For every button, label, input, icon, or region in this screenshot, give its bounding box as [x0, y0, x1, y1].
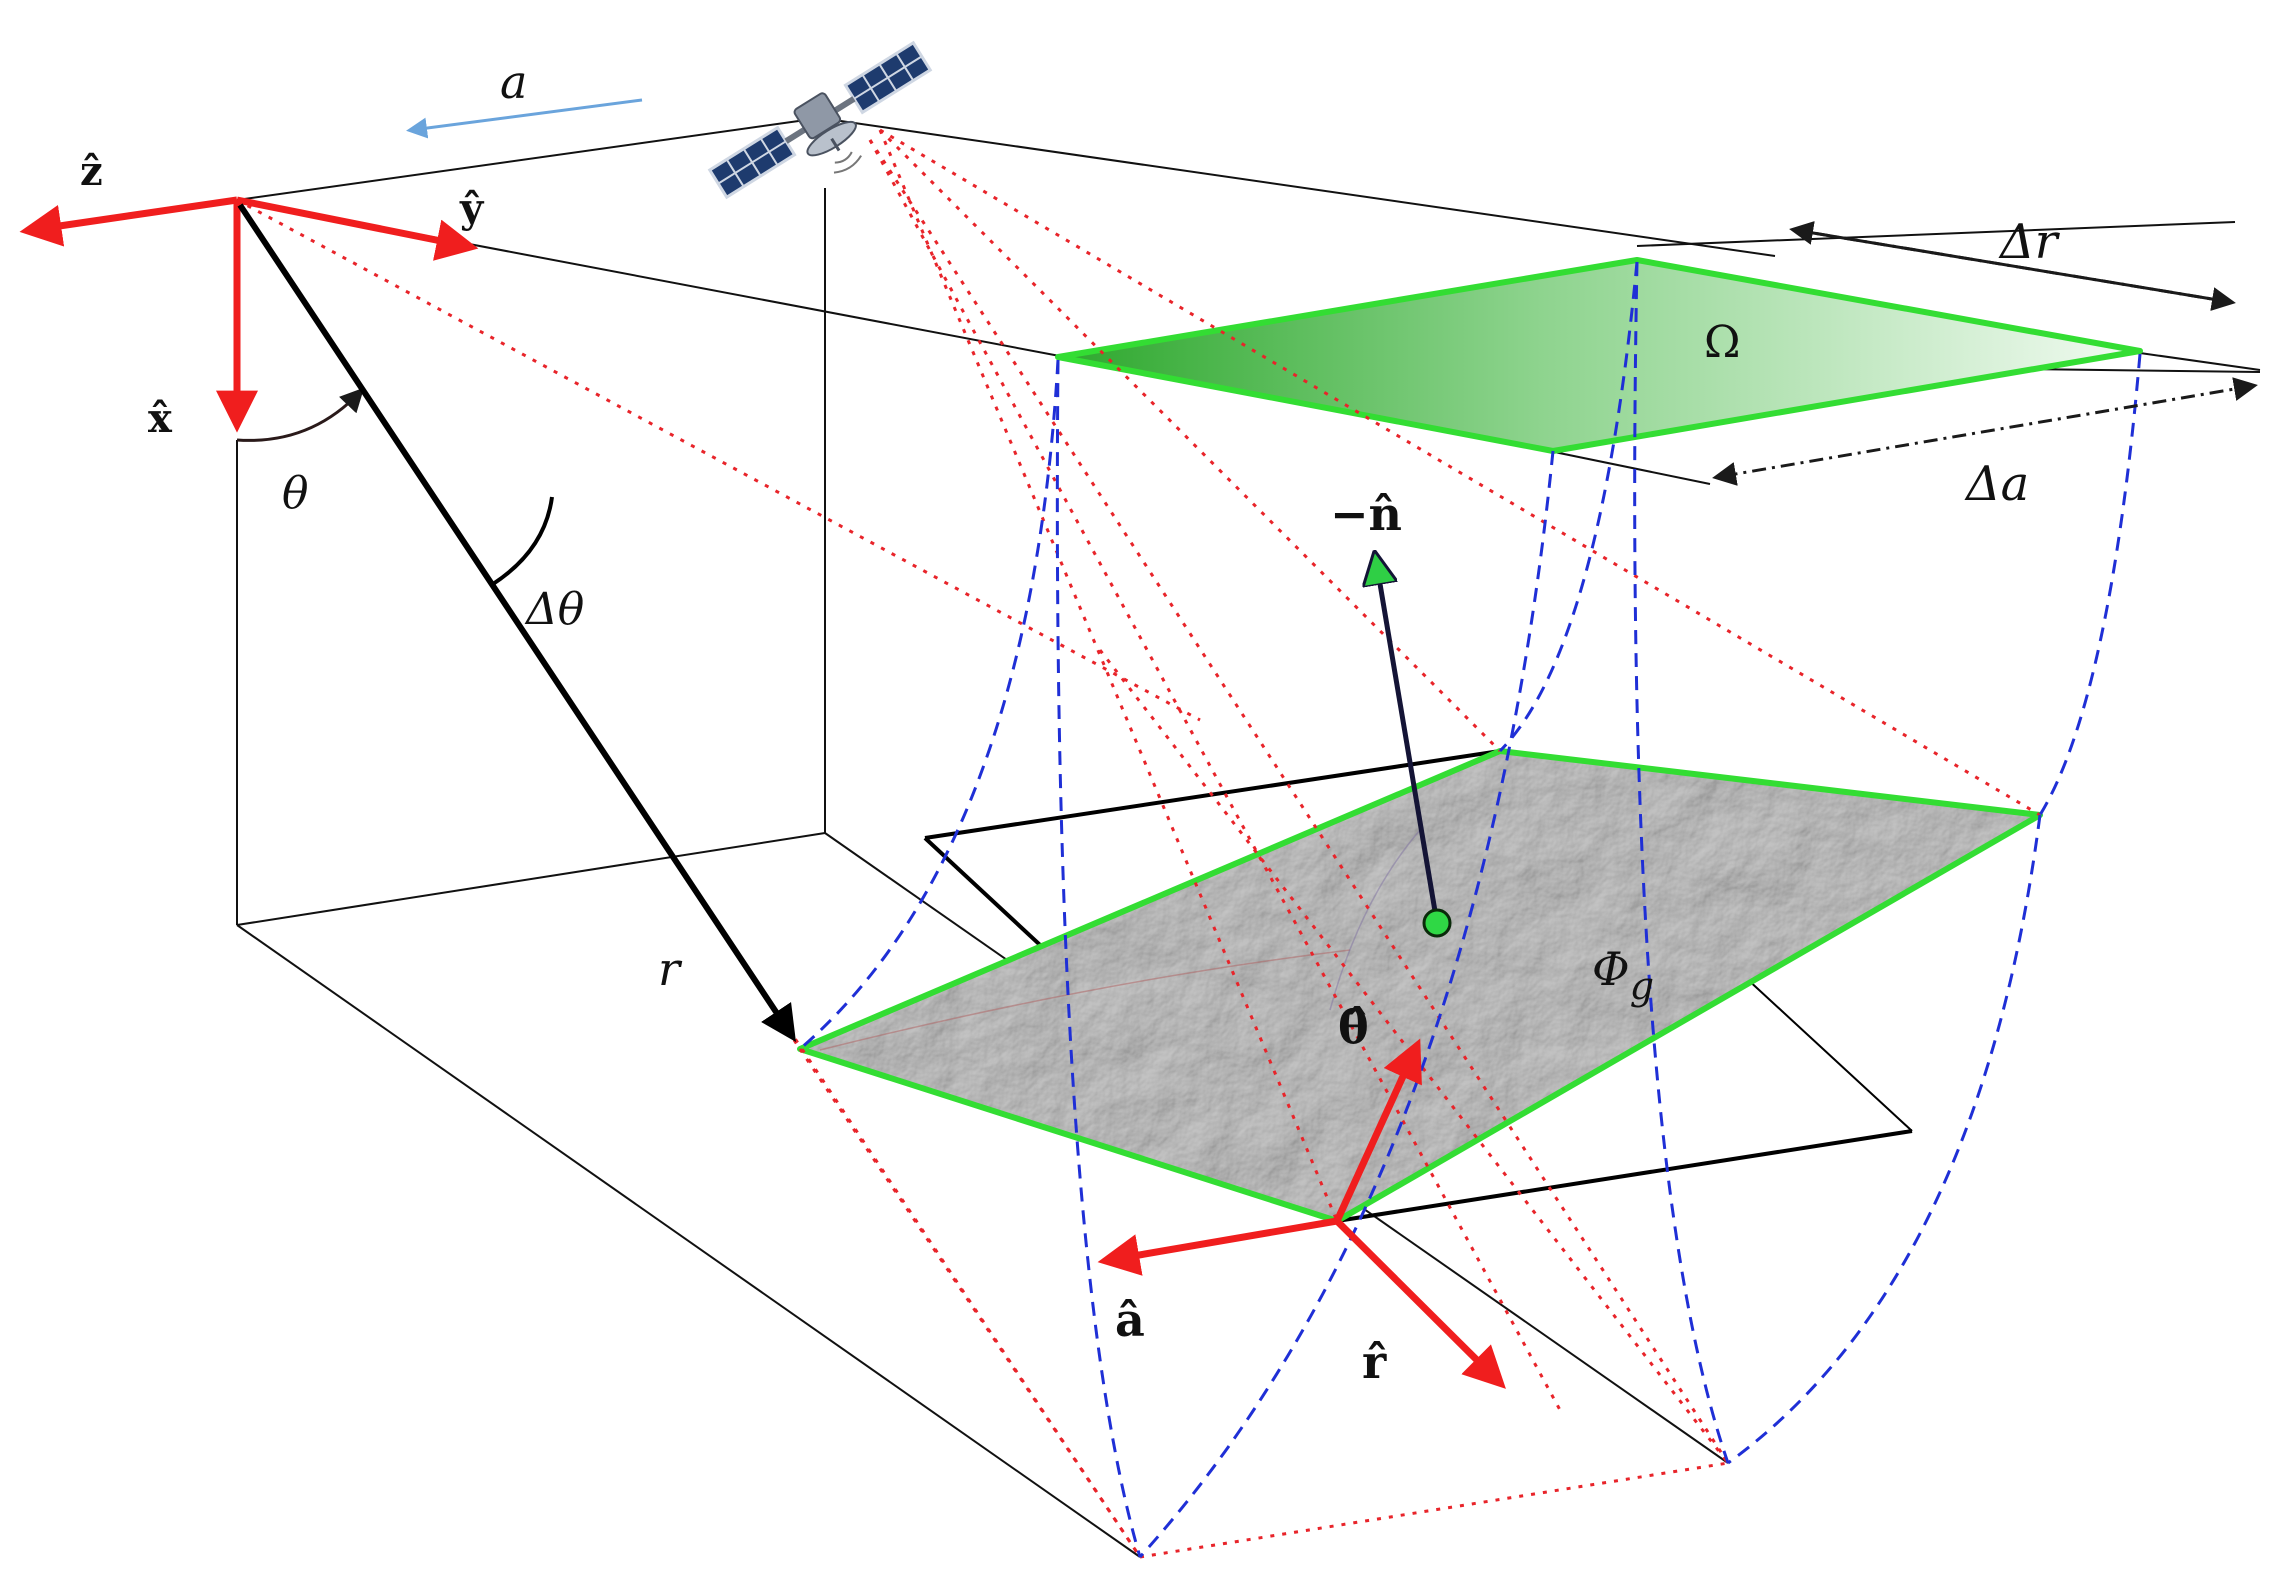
normal-vector: [1376, 560, 1440, 924]
local-basis: [1097, 1038, 1506, 1389]
theta-arc: [236, 387, 365, 442]
satellite-icon: [707, 40, 933, 200]
dimension-arrows: [1712, 221, 2258, 486]
range-curves: [799, 261, 2142, 1559]
axis-y-label: ŷ: [459, 185, 485, 232]
axis-x-label: x̂: [148, 395, 173, 442]
range-vector: [237, 203, 796, 1042]
azimuth-motion-arrow: [406, 98, 643, 139]
reference-axes: [19, 196, 479, 433]
range-label: r: [658, 942, 683, 996]
delta-theta-label: Δθ: [524, 584, 584, 635]
delta-theta-arc: [491, 496, 554, 586]
omega-patch: [1055, 257, 2143, 454]
delta-r-label: Δr: [1998, 214, 2061, 270]
delta-a-label: Δa: [1964, 456, 2029, 512]
phi-g-label: Φg: [1592, 942, 1654, 1008]
azimuth-motion-label: a: [500, 55, 527, 109]
omega-label: Ω: [1704, 317, 1740, 368]
r-hat-label: r̂: [1362, 1335, 1387, 1389]
neg-normal-label: −n̂: [1330, 487, 1402, 541]
a-hat-label: â: [1115, 1293, 1145, 1347]
axis-z-label: ẑ: [80, 148, 103, 195]
patch-center-point: [1422, 908, 1452, 938]
theta-hat-label: θ̂: [1338, 1000, 1369, 1054]
theta-label: θ: [282, 468, 309, 519]
